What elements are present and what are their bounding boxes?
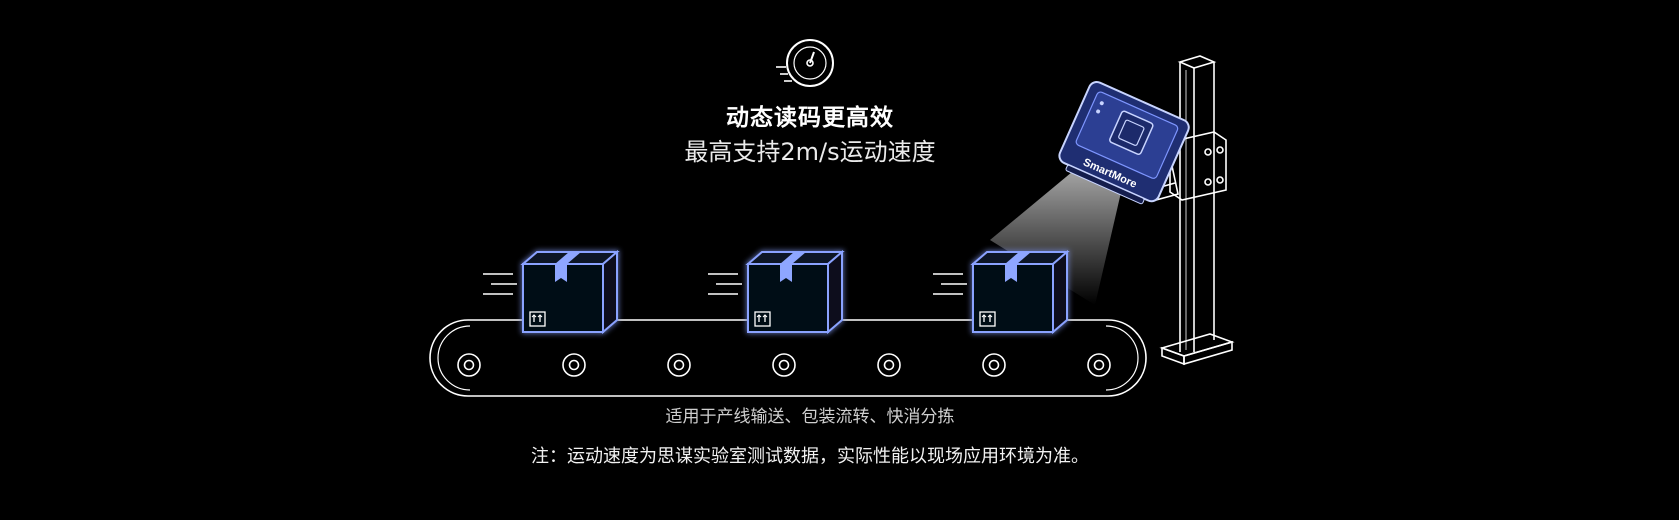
- use-case-caption: 适用于产线输送、包装流转、快消分拣: [665, 407, 955, 427]
- scan-beam: [990, 172, 1122, 305]
- barcode-scanner-device: SmartMore: [1058, 80, 1190, 205]
- disclaimer-note: 注：运动速度为思谋实验室测试数据，实际性能以现场应用环境为准。: [531, 446, 1089, 467]
- mounting-stand: [1149, 55, 1235, 366]
- conveyor-belt: [429, 319, 1147, 397]
- subheadline: 最高支持2m/s运动速度: [684, 138, 936, 166]
- speedometer-icon: [776, 39, 834, 87]
- headline: 动态读码更高效: [726, 105, 894, 131]
